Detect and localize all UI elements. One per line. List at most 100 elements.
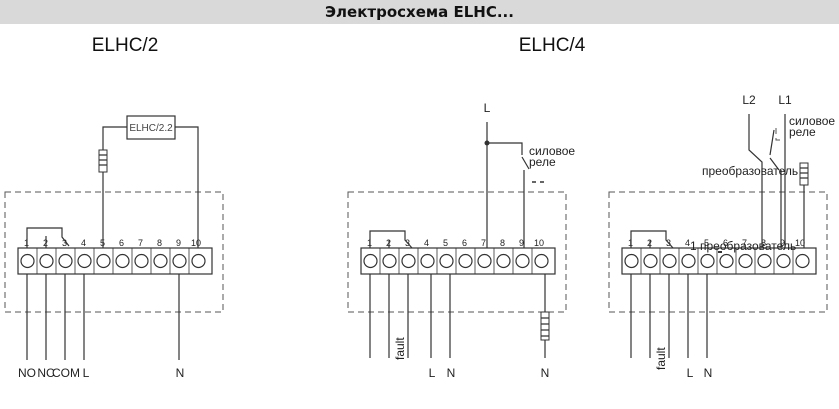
terminal-number: 10 <box>534 238 544 248</box>
terminal-block <box>363 248 549 274</box>
label-n: N <box>447 366 456 380</box>
terminal-screw <box>477 253 492 269</box>
terminal-screw <box>776 253 791 269</box>
label-fault: fault <box>393 337 407 360</box>
terminal-number: 7 <box>138 238 143 248</box>
output-wires <box>26 274 180 360</box>
fuse-icon <box>99 154 107 166</box>
diagram-1: 1 2 3 4 5 6 7 8 9 10 ELHC/2.2 NO NC COM … <box>4 115 224 380</box>
enclosure-outline <box>347 191 567 313</box>
terminal-screw <box>515 253 530 269</box>
terminal-number: 10 <box>191 238 201 248</box>
terminal-screw <box>172 253 187 269</box>
terminal-screw <box>795 253 810 269</box>
terminal-number: 4 <box>685 238 690 248</box>
terminal-number: 3 <box>62 238 67 248</box>
terminal-number: 5 <box>443 238 448 248</box>
terminal-numbers: 1 2 3 4 5 6 7 8 9 10 <box>24 238 201 248</box>
terminal-number: 8 <box>761 238 766 248</box>
terminal-numbers: 1 2 3 4 5 6 7 8 9 10 <box>367 238 544 248</box>
diagram-3: 1 2 3 4 5 6 7 8 9 10 L2 L1 силовое реле … <box>608 93 835 380</box>
terminal-number: 6 <box>119 238 124 248</box>
terminal-screw <box>420 253 435 269</box>
relay-label: реле <box>529 155 556 169</box>
terminal-screw <box>719 253 734 269</box>
terminal-screw <box>382 253 397 269</box>
terminal-screw <box>439 253 454 269</box>
terminal-number: 8 <box>500 238 505 248</box>
label-com: COM <box>52 366 80 380</box>
terminal-screw <box>39 253 54 269</box>
terminal-block <box>20 248 206 274</box>
terminal-number: 4 <box>81 238 86 248</box>
terminal-number: 10 <box>795 238 805 248</box>
enclosure-outline <box>4 191 224 313</box>
terminal-screw <box>643 253 658 269</box>
terminal-number: 4 <box>424 238 429 248</box>
terminal-number: 9 <box>519 238 524 248</box>
terminal-screw <box>738 253 753 269</box>
output-wires <box>369 274 546 358</box>
label-l1: L1 <box>778 93 792 107</box>
elhc-2-2-label: ELHC/2.2 <box>129 123 173 134</box>
label-l: L <box>687 366 694 380</box>
terminal-number: 6 <box>462 238 467 248</box>
converter-icon <box>800 167 808 248</box>
supply-wire-l2 <box>748 114 763 248</box>
relay-label: силовое <box>789 114 835 128</box>
terminal-screw <box>153 253 168 269</box>
terminal-screw <box>757 253 772 269</box>
relay-contact <box>26 227 70 248</box>
terminal-screw <box>662 253 677 269</box>
terminal-screw <box>458 253 473 269</box>
supply-wires <box>486 122 530 248</box>
relay-contact <box>630 230 674 249</box>
terminal-number: 9 <box>780 238 785 248</box>
enclosure-outline <box>608 191 828 313</box>
terminal-block <box>624 248 810 274</box>
output-wires <box>630 274 708 358</box>
terminal-number: 6 <box>723 238 728 248</box>
terminal-number: 5 <box>704 238 709 248</box>
label-l: L <box>83 366 90 380</box>
label-l-supply: L <box>484 101 491 115</box>
page-title: Электросхема ELHC... <box>0 0 839 24</box>
converter-icon <box>799 162 809 186</box>
terminal-screw <box>534 253 549 269</box>
terminal-number: 7 <box>481 238 486 248</box>
label-n-heater: N <box>541 366 550 380</box>
label-nc: NC <box>37 366 55 380</box>
converter-label: преобразователь <box>702 164 798 178</box>
label-fault: fault <box>654 347 668 370</box>
heater-icon <box>540 311 550 341</box>
terminal-number: 9 <box>176 238 181 248</box>
terminal-screw <box>115 253 130 269</box>
terminal-screw <box>77 253 92 269</box>
terminal-screw <box>681 253 696 269</box>
terminal-screw <box>20 253 35 269</box>
terminal-screw <box>134 253 149 269</box>
converter-label-2: 1 преобразователь <box>690 239 796 253</box>
heater-icon <box>541 317 549 337</box>
link-wires <box>102 126 199 248</box>
relay-contact-l1 <box>769 129 782 248</box>
relay-label: реле <box>789 125 816 139</box>
label-n: N <box>176 366 185 380</box>
terminal-screw <box>96 253 111 269</box>
terminal-screw <box>624 253 639 269</box>
terminal-screw <box>700 253 715 269</box>
terminal-screw <box>58 253 73 269</box>
diagram-1-title: ELHC/2 <box>92 35 159 56</box>
label-l: L <box>429 366 436 380</box>
label-no: NO <box>18 366 36 380</box>
label-n: N <box>704 366 713 380</box>
diagram-2-title: ELHC/4 <box>519 35 586 56</box>
fuse-icon <box>98 149 108 173</box>
elhc-2-2-module <box>126 115 176 140</box>
relay-label: силовое <box>529 144 575 158</box>
relay-link <box>775 128 783 141</box>
terminal-screw <box>191 253 206 269</box>
relay-contact <box>369 230 413 249</box>
diagram-2: 1 2 3 4 5 6 7 8 9 10 L силовое реле faul… <box>347 101 575 380</box>
